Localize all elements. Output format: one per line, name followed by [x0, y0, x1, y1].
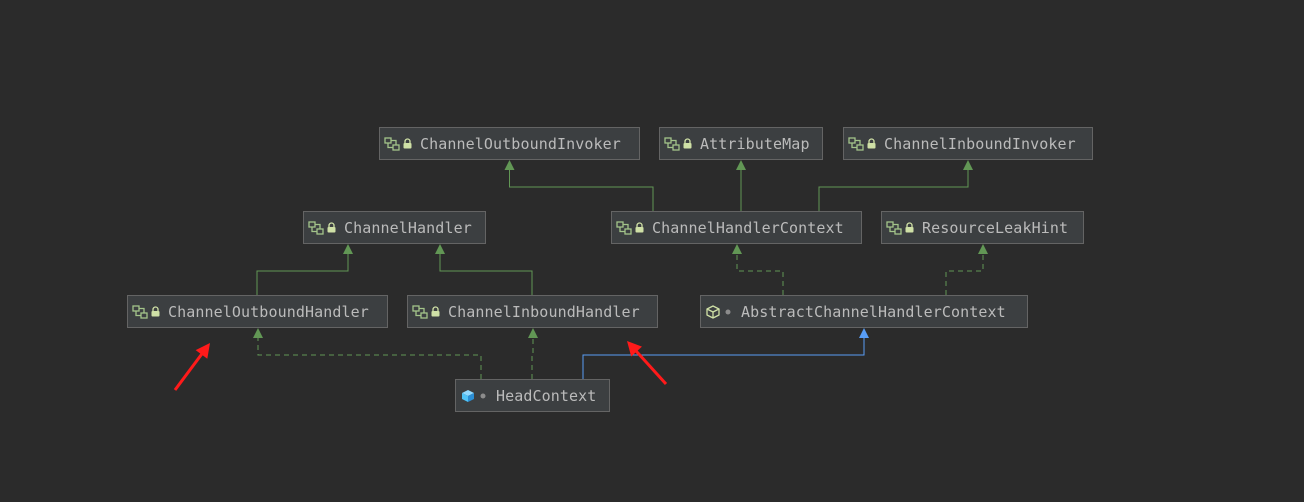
- package-private-dot-icon: [478, 390, 488, 402]
- node-label: ChannelInboundInvoker: [884, 134, 1076, 153]
- node-channel-inbound-handler[interactable]: ChannelInboundHandler: [407, 295, 658, 328]
- edge-head-context-to-inbound-handler: [531, 338, 534, 379]
- edge-head-context-to-outbound-handler: [257, 338, 482, 379]
- interface-icon: [384, 136, 400, 152]
- arrowhead: [343, 244, 353, 254]
- arrowhead: [253, 328, 263, 338]
- edge-inbound-handler-to-channel-handler: [439, 254, 533, 295]
- interface-icon: [412, 304, 428, 320]
- node-resource-leak-hint[interactable]: ResourceLeakHint: [881, 211, 1084, 244]
- node-label: ChannelHandlerContext: [652, 218, 844, 237]
- lock-icon: [326, 222, 336, 234]
- interface-icon: [132, 304, 148, 320]
- lock-icon: [634, 222, 644, 234]
- node-label: ChannelHandler: [344, 218, 472, 237]
- node-label: ResourceLeakHint: [922, 218, 1069, 237]
- edge-head-context-to-abstract-context: [582, 338, 865, 379]
- arrowhead: [528, 328, 538, 338]
- interface-icon: [308, 220, 324, 236]
- interface-icon: [616, 220, 632, 236]
- lock-icon: [402, 138, 412, 150]
- node-channel-inbound-invoker[interactable]: ChannelInboundInvoker: [843, 127, 1093, 160]
- node-head-context[interactable]: HeadContext: [455, 379, 610, 412]
- edge-handler-context-to-outbound-invoker: [509, 170, 654, 211]
- edge-handler-context-to-inbound-invoker: [818, 170, 969, 211]
- arrowhead: [978, 244, 988, 254]
- node-channel-handler-context[interactable]: ChannelHandlerContext: [611, 211, 862, 244]
- node-channel-outbound-handler[interactable]: ChannelOutboundHandler: [127, 295, 388, 328]
- edge-abstract-context-to-resource-leak-hint: [945, 254, 984, 295]
- lock-icon: [866, 138, 876, 150]
- interface-icon: [886, 220, 902, 236]
- node-attribute-map[interactable]: AttributeMap: [659, 127, 823, 160]
- node-label: AbstractChannelHandlerContext: [741, 302, 1006, 321]
- edge-abstract-context-to-handler-context: [736, 254, 784, 295]
- arrowhead: [435, 244, 445, 254]
- node-label: AttributeMap: [700, 134, 810, 153]
- node-label: ChannelInboundHandler: [448, 302, 640, 321]
- lock-icon: [682, 138, 692, 150]
- annotation-arrow-outbound: [173, 343, 210, 391]
- node-label: HeadContext: [496, 386, 597, 405]
- node-label: ChannelOutboundHandler: [168, 302, 369, 321]
- interface-icon: [848, 136, 864, 152]
- lock-icon: [904, 222, 914, 234]
- arrowhead: [732, 244, 742, 254]
- node-abstract-channel-handler-context[interactable]: AbstractChannelHandlerContext: [700, 295, 1028, 328]
- lock-icon: [150, 306, 160, 318]
- arrowhead: [859, 328, 869, 338]
- node-channel-handler[interactable]: ChannelHandler: [303, 211, 486, 244]
- interface-icon: [664, 136, 680, 152]
- arrowhead: [963, 160, 973, 170]
- edge-outbound-handler-to-channel-handler: [256, 254, 349, 295]
- annotation-arrow-inbound: [627, 341, 668, 386]
- abstract-class-icon: [705, 304, 721, 320]
- lock-icon: [430, 306, 440, 318]
- node-channel-outbound-invoker[interactable]: ChannelOutboundInvoker: [379, 127, 640, 160]
- arrowhead: [504, 160, 515, 170]
- node-label: ChannelOutboundInvoker: [420, 134, 621, 153]
- package-private-dot-icon: [723, 306, 733, 318]
- arrowhead: [736, 160, 746, 170]
- class-icon: [460, 388, 476, 404]
